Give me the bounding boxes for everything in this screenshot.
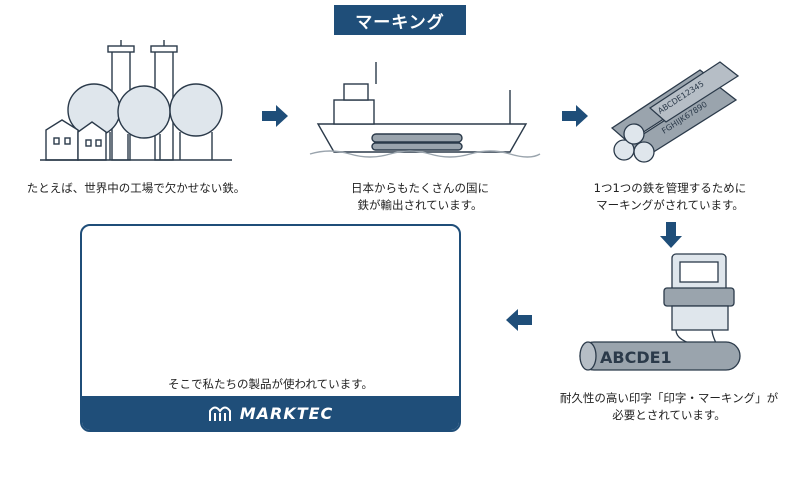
arrow-left-icon: [506, 309, 532, 331]
product-panel: そこで私たちの製品が使われています。 MARKTEC: [80, 224, 461, 432]
page-title: マーキング: [334, 5, 466, 35]
arrow-right-icon-2: [562, 105, 588, 127]
marking-printer-icon: ABCDE1: [579, 253, 741, 371]
arrow-right-icon: [262, 105, 288, 127]
pipes-caption: 1つ1つの鉄を管理するために マーキングがされています。: [593, 181, 747, 212]
gantry-caption: そこで私たちの製品が使われています。: [168, 377, 373, 391]
pipe-stack-icon: ABCDE12345 FGHIJK67890: [610, 61, 740, 163]
printer-caption: 耐久性の高い印字「印字・マーキング」が 必要とされています。: [559, 391, 779, 422]
printed-pipe-text: ABCDE1: [600, 348, 672, 367]
ship-caption: 日本からもたくさんの国に 鉄が輸出されています。: [351, 181, 489, 212]
brand-name: MARKTEC: [239, 403, 334, 423]
factory-caption: たとえば、世界中の工場で欠かせない鉄。: [26, 181, 246, 195]
factory-icon: [40, 40, 232, 161]
marktec-logo-icon: [208, 406, 231, 421]
brand-footer: MARKTEC: [82, 396, 459, 430]
arrow-down-icon: [660, 222, 682, 248]
ship-icon: [309, 62, 541, 158]
